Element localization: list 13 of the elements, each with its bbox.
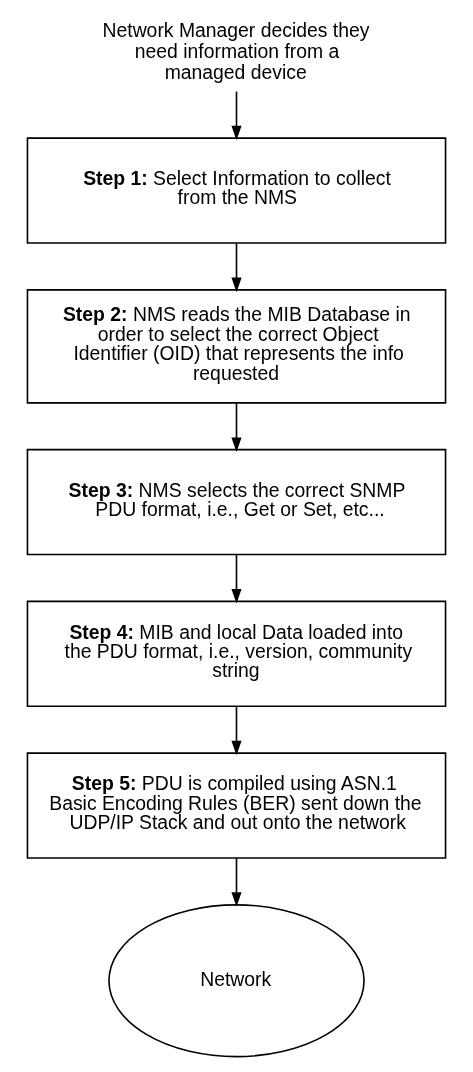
node-box: Step 4: MIB and local Data loaded into the PDU format, i.e., version, community string xyxy=(26,600,447,708)
node-box: Step 5: PDU is compiled using ASN.1 Basic Encoding Rules (BER) sent down the UDP/IP Stack and out onto the network xyxy=(26,752,447,859)
node-box: Step 3: NMS selects the correct SNMP PDU format, i.e., Get or Set, etc... xyxy=(26,448,447,556)
node-ellipse: Network xyxy=(108,904,365,1058)
arrow xyxy=(231,242,242,293)
node-box: Step 2: NMS reads the MIB Database in order to select the correct Object Identifier (OID) that represents the info requested xyxy=(26,289,447,404)
arrow xyxy=(231,705,242,756)
node-box: Step 1: Select Information to collect from the NMS xyxy=(26,137,447,244)
arrow xyxy=(231,90,242,141)
arrow xyxy=(231,402,242,452)
arrow xyxy=(231,857,242,907)
node-text: Network Manager decides they need information from a managed device xyxy=(102,19,370,84)
arrow xyxy=(231,554,242,604)
